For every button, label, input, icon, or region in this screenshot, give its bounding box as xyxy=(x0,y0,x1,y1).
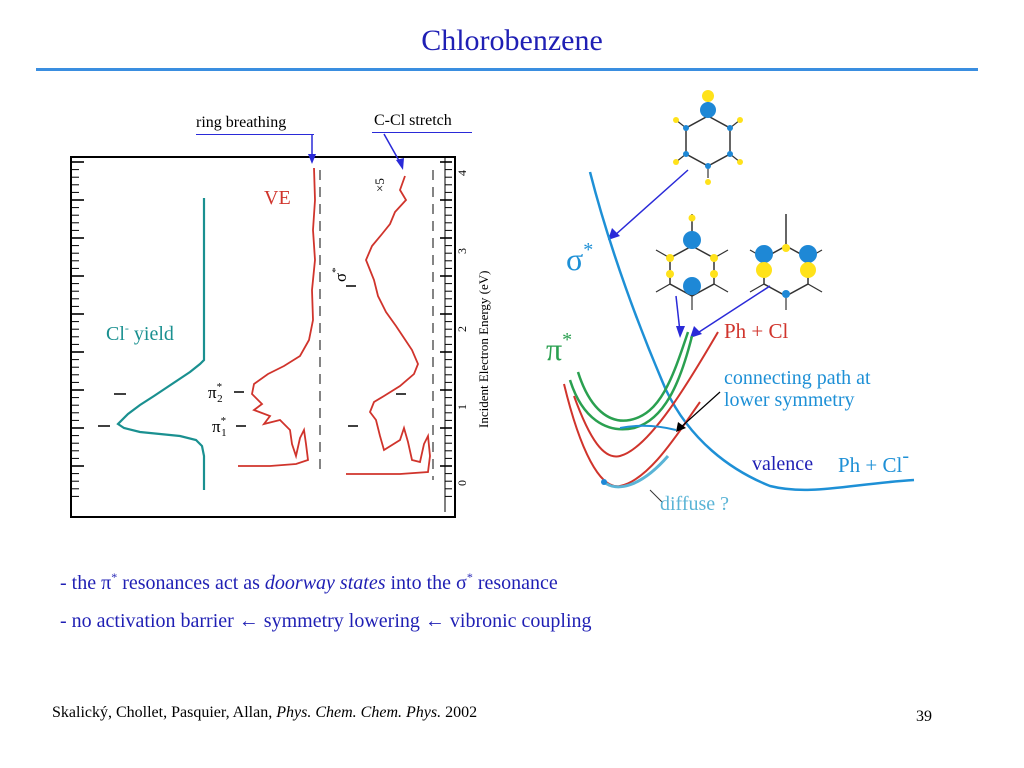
diffuse-curve xyxy=(603,455,670,489)
ccl-stretch-label: C-Cl stretch xyxy=(374,112,452,129)
title-rule xyxy=(36,68,978,71)
diffuse-dot xyxy=(601,479,607,485)
cl-yield-label: Cl- yield xyxy=(106,321,174,345)
citation: Skalický, Chollet, Pasquier, Allan, Phys… xyxy=(52,704,478,721)
ph-cl-label: Ph + Cl xyxy=(724,319,789,343)
svg-text:σ*: σ* xyxy=(330,267,350,282)
red-curve-lower xyxy=(563,383,701,488)
connecting-path-label-2: lower symmetry xyxy=(724,389,855,411)
cl-yield-curve xyxy=(116,198,206,490)
red-curve-upper xyxy=(573,331,719,458)
slide-title: Chlorobenzene xyxy=(421,24,603,57)
molecule-pi-star-a xyxy=(655,214,729,310)
times5-label: ×5 xyxy=(372,178,387,192)
ccl-stretch-underline xyxy=(372,132,472,133)
energy-axis: 0 1 2 3 4 Incident Electron Energy (eV) xyxy=(444,158,491,512)
axis-tick-label: 0 xyxy=(455,480,469,486)
axis-tick-label: 4 xyxy=(455,170,469,176)
dashed-baselines xyxy=(319,170,434,480)
axis-title: Incident Electron Energy (eV) xyxy=(476,271,491,429)
level-markers xyxy=(98,285,406,427)
slide-number: 39 xyxy=(916,708,932,725)
ring-breathing-underline xyxy=(196,134,314,135)
connecting-path-label-1: connecting path at xyxy=(724,367,871,389)
spectrum-frame xyxy=(70,156,456,518)
molecule-pi-star-b xyxy=(749,214,823,310)
ring-breathing-label: ring breathing xyxy=(196,114,287,131)
sigma-star-label: σ* xyxy=(566,239,593,277)
pi1-label: π*1 xyxy=(212,415,227,439)
ve-label: VE xyxy=(264,187,291,209)
bullet-doorway: - the π* resonances act as doorway state… xyxy=(60,570,558,594)
ph-cl-minus-label: Ph + Cl- xyxy=(838,445,909,477)
sigma-star-curve xyxy=(588,171,915,492)
sigma-star-label: σ* xyxy=(330,267,350,282)
axis-tick-label: 1 xyxy=(455,404,469,410)
valence-label: valence xyxy=(752,453,813,475)
frame-ticks xyxy=(72,161,452,497)
pi-star-curve-2 xyxy=(568,335,694,431)
ve-curve xyxy=(238,167,316,467)
pi-star-curve-1 xyxy=(576,331,690,422)
x5-curve xyxy=(346,175,431,475)
pi-star-label: π* xyxy=(546,329,572,367)
axis-tick-label: 3 xyxy=(455,248,469,254)
molecule-sigma-star xyxy=(673,90,743,185)
connecting-path xyxy=(619,424,677,431)
pi2-label: π*2 xyxy=(208,381,223,405)
axis-tick-label: 2 xyxy=(455,326,469,332)
bullet-barrier: - no activation barrier ← symmetry lower… xyxy=(60,610,592,632)
annotation-arrows xyxy=(308,133,404,170)
diffuse-label: diffuse ? xyxy=(660,493,729,515)
